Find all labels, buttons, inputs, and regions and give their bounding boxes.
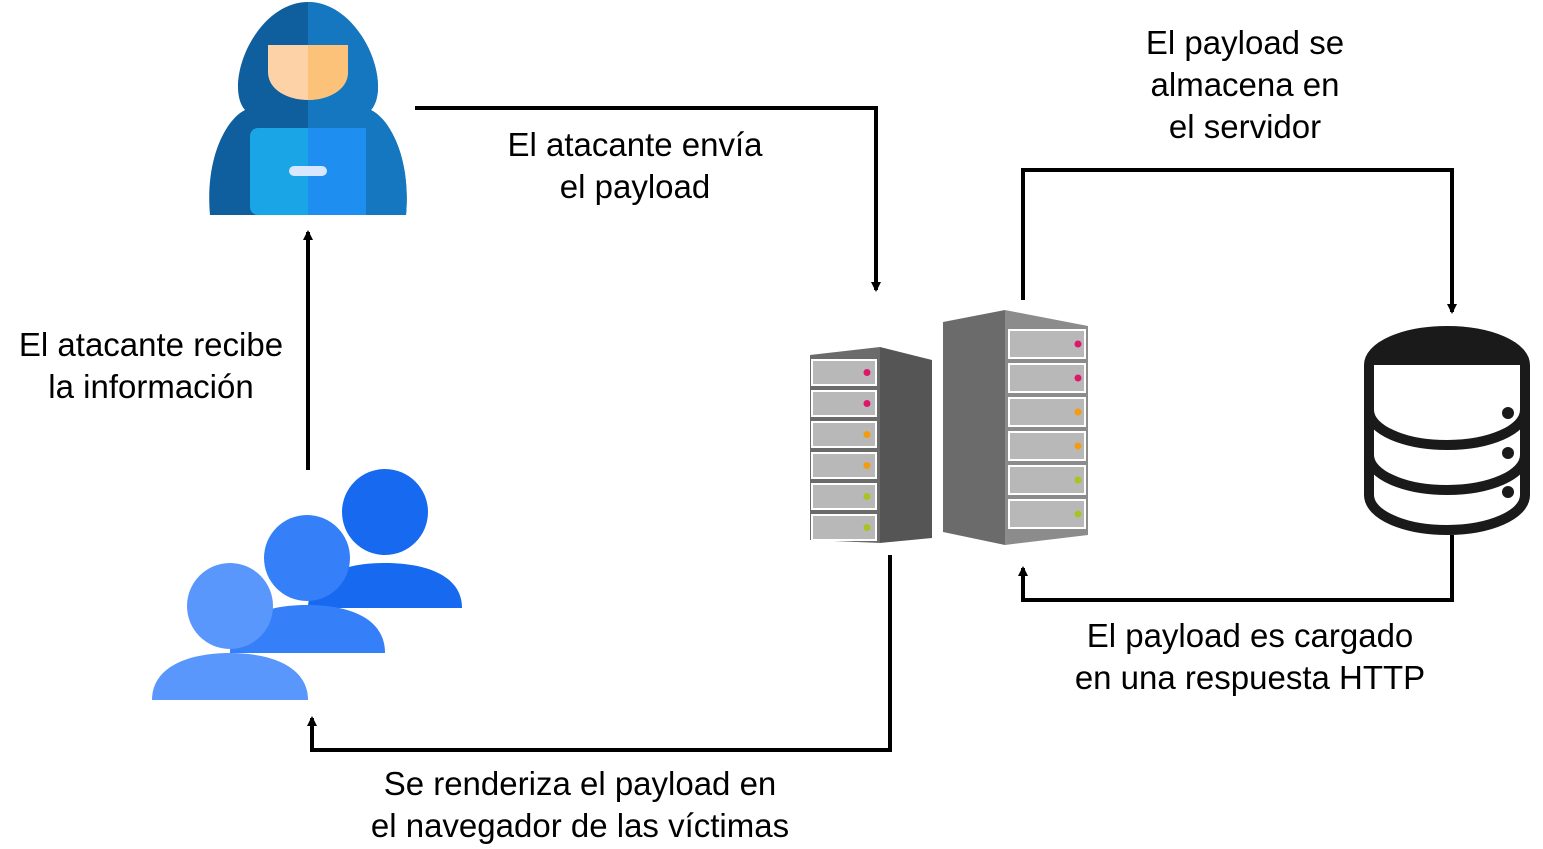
victims-icon [152,469,462,700]
server-slot [1008,499,1086,529]
server-slot [1008,465,1086,495]
label-payload-rendered: Se renderiza el payload en el navegador … [370,765,790,844]
label-http-response: El payload es cargado en una respuesta H… [1074,617,1426,696]
server-slot [1008,431,1086,461]
server-led [1074,374,1082,382]
server-led [863,462,871,469]
server-slot [1008,363,1086,393]
label-attacker-sends: El atacante envía el payload [507,126,763,205]
arrow-database-to-server [1018,535,1454,602]
server-led [863,400,871,407]
hacker-icon [209,2,407,215]
server-slot [1008,329,1086,359]
arrow-server-to-database [1021,168,1457,314]
arrow-attacker-to-server [415,106,881,292]
label-payload-stored: El payload se almacena en el servidor [1145,24,1345,145]
server-led [1074,442,1082,450]
server-rack-icon [810,310,1088,545]
server-led [863,431,871,438]
server-led [863,369,871,376]
server-slot [811,452,877,479]
server-led [1074,340,1082,348]
server-led [863,493,871,500]
database-icon [1364,326,1530,536]
arrow-server-to-victims [307,555,892,752]
server-slot [1008,397,1086,427]
server-led [863,524,871,531]
server-slot [811,390,877,417]
flow-arrows [303,106,1457,752]
label-attacker-receives: El atacante recibe la información [18,326,284,405]
server-led [1074,476,1082,484]
server-led [1074,510,1082,518]
server-led [1074,408,1082,416]
